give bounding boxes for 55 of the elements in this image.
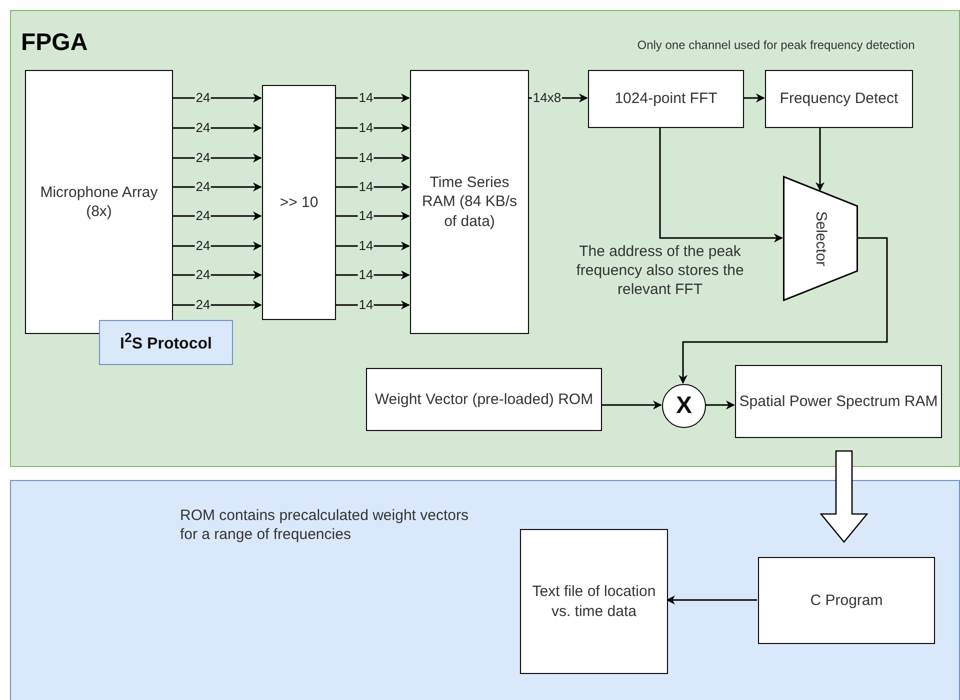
- arrow: [601, 400, 662, 410]
- arrow: [335, 300, 410, 310]
- arrow: [172, 182, 262, 192]
- note-text: ROM contains precalculated weight vectors for a range of frequencies: [180, 507, 470, 544]
- note-text: Only one channel used for peak frequency detection: [636, 38, 916, 53]
- arrow: [172, 242, 262, 250]
- arrow: [172, 124, 262, 132]
- arrow: [335, 94, 410, 102]
- process-box: [262, 85, 336, 320]
- arrow: [705, 400, 735, 410]
- node-label: 1024-point FFT: [614, 89, 718, 109]
- selector-trapezoid: [783, 176, 858, 301]
- arrow: [666, 596, 757, 604]
- arrow: [678, 237, 888, 384]
- note-text: The address of the peak frequency also stores the relevant FFT: [575, 243, 745, 300]
- arrow: [816, 127, 824, 192]
- node-label: X: [676, 391, 692, 422]
- arrow: [335, 154, 410, 162]
- arrow: [172, 270, 262, 280]
- process-box: [735, 365, 942, 438]
- node-label: Weight Vector (pre-loaded) ROM: [374, 390, 594, 410]
- arrow: [335, 182, 410, 192]
- process-box: [758, 557, 935, 644]
- node-label: Time Series RAM (84 KB/s of data): [420, 172, 518, 232]
- region-panel: [10, 480, 960, 700]
- block-arrow: [820, 450, 868, 544]
- node-label: Text file of location vs. time data: [531, 582, 657, 621]
- arrow: [172, 300, 262, 310]
- node-label: Selector: [811, 210, 830, 266]
- node-label: C Program: [810, 590, 883, 610]
- arrow: [335, 242, 410, 250]
- process-box: [366, 368, 602, 431]
- edge-label: 14x8: [532, 90, 562, 106]
- region-title: FPGA: [21, 29, 88, 57]
- arrow: [172, 154, 262, 162]
- node-label: Microphone Array (8x): [39, 182, 159, 222]
- node-label: Spatial Power Spectrum RAM: [739, 392, 938, 412]
- multiplier-circle: [662, 384, 706, 428]
- protocol-tag: [99, 320, 233, 365]
- node-label: >> 10: [280, 192, 318, 212]
- arrow: [743, 94, 765, 102]
- node-label: I$^{2}$S Protocol: [120, 329, 212, 355]
- region-panel: [10, 10, 960, 467]
- arrow: [172, 212, 262, 220]
- arrow: [335, 124, 410, 132]
- process-box: [25, 70, 173, 334]
- arrow: [335, 270, 410, 280]
- process-box: [588, 70, 744, 128]
- arrow: [172, 94, 262, 102]
- node-label: Frequency Detect: [780, 89, 898, 109]
- arrow: [659, 127, 783, 242]
- arrow: [335, 212, 410, 220]
- process-box: [410, 70, 529, 334]
- process-box: [520, 529, 668, 674]
- process-box: [765, 70, 913, 128]
